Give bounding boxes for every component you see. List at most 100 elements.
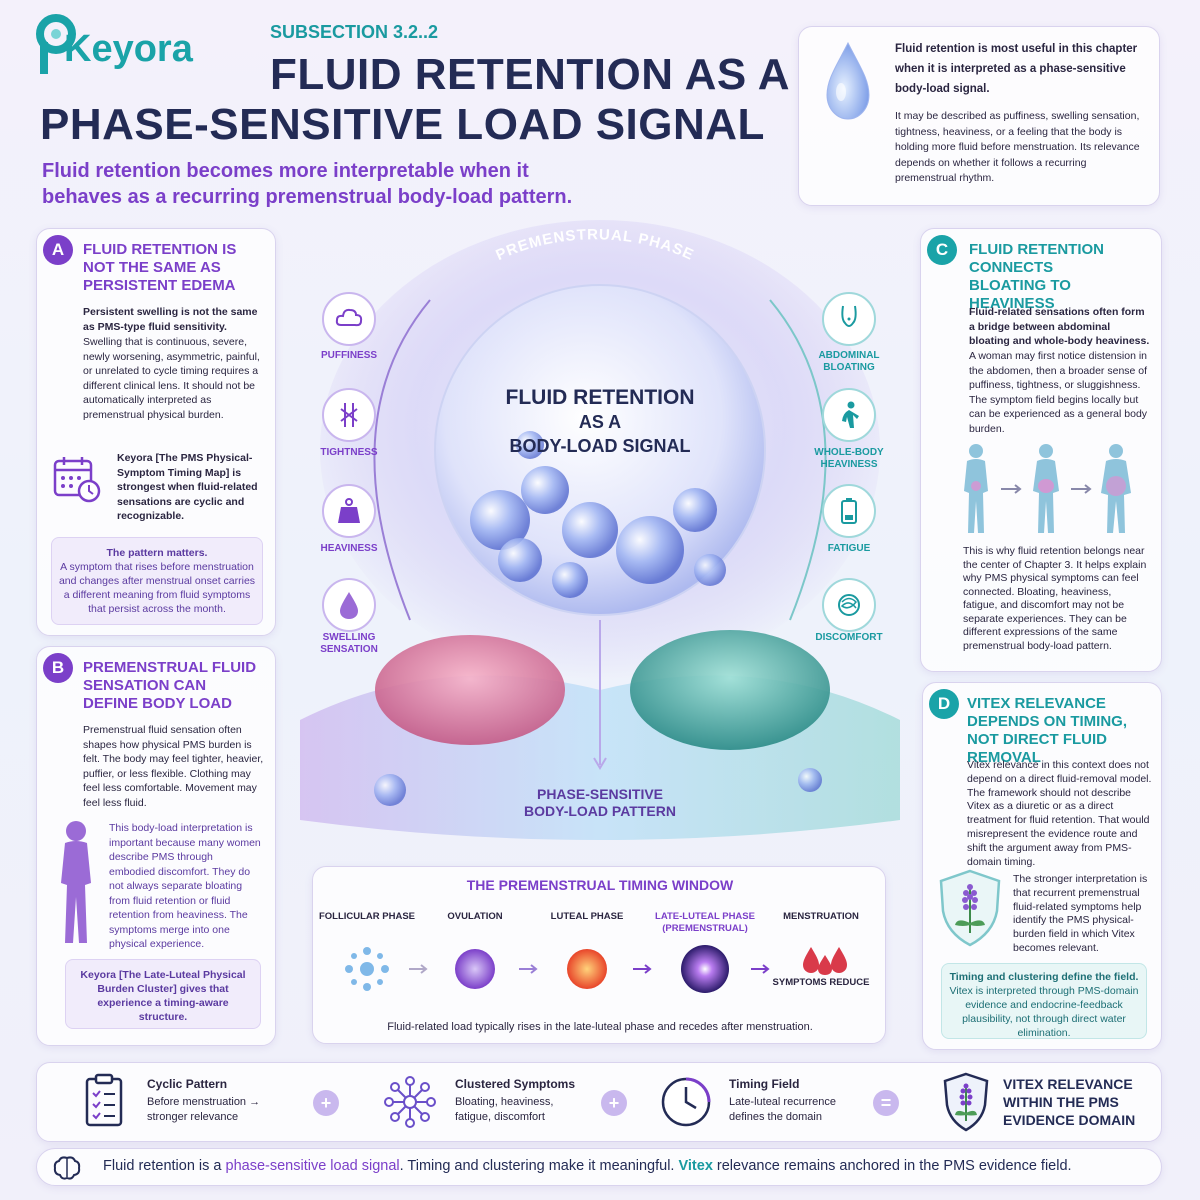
intro-lead: Fluid retention is most useful in this c… bbox=[895, 43, 1138, 95]
section-b-body-text: This body-load interpretation is importa… bbox=[109, 822, 261, 950]
section-d-text: Vitex relevance in this context does not… bbox=[967, 759, 1152, 868]
phase-luteal: LUTEAL PHASE bbox=[550, 911, 624, 922]
brand-logo: Keyora bbox=[34, 14, 224, 80]
timing-title: THE PREMENSTRUAL TIMING WINDOW bbox=[466, 877, 734, 893]
section-a-title: FLUID RETENTION IS NOT THE SAME AS PERSI… bbox=[83, 241, 237, 294]
symptoms-reduce-label: SYMPTOMS REDUCE bbox=[772, 977, 870, 988]
strip-item-3-text: Late-luteal recurrence defines the domai… bbox=[729, 1096, 837, 1123]
battery-icon bbox=[822, 484, 876, 538]
subsection-label: SUBSECTION 3.2..2 bbox=[270, 22, 439, 42]
section-b-card: B PREMENSTRUAL FLUID SENSATION CAN DEFIN… bbox=[36, 646, 276, 1046]
tightness-icon bbox=[322, 388, 376, 442]
central-illustration: PREMENSTRUAL PHASE bbox=[300, 220, 900, 840]
swelling-drop-icon bbox=[322, 578, 376, 632]
strip-item-2-title: Clustered Symptoms bbox=[455, 1077, 576, 1091]
symptom-label-discomfort: DISCOMFORT bbox=[815, 632, 883, 643]
tangle-icon bbox=[822, 578, 876, 632]
intro-card: Fluid retention is most useful in this c… bbox=[798, 26, 1160, 206]
phase-ovulation: OVULATION bbox=[447, 911, 503, 922]
water-drop-icon bbox=[826, 41, 870, 120]
section-a-text: Swelling that is continuous, severe, new… bbox=[83, 336, 260, 421]
plus-operator-2: + bbox=[601, 1090, 627, 1116]
section-a-note: The pattern matters. A symptom that rise… bbox=[51, 537, 263, 625]
body-heaviness-icon bbox=[822, 388, 876, 442]
sphere-line3: BODY-LOAD SIGNAL bbox=[509, 436, 691, 456]
subtitle-line2: behaves as a recurring premenstrual body… bbox=[42, 186, 573, 208]
pattern-line1: PHASE-SENSITIVE bbox=[536, 786, 664, 802]
intro-text: It may be described as puffiness, swelli… bbox=[895, 110, 1140, 184]
strip-item-1-title: Cyclic Pattern bbox=[147, 1077, 228, 1091]
pattern-line2: BODY-LOAD PATTERN bbox=[524, 803, 676, 819]
section-b-badge: B bbox=[43, 653, 73, 683]
section-d-card: D VITEX RELEVANCE DEPENDS ON TIMING, NOT… bbox=[922, 682, 1162, 1050]
weight-icon bbox=[322, 484, 376, 538]
section-c-lead: Fluid-related sensations often form a br… bbox=[969, 306, 1150, 347]
section-c-text: A woman may first notice distension in t… bbox=[969, 350, 1148, 435]
section-c-badge: C bbox=[927, 235, 957, 265]
abdomen-icon bbox=[822, 292, 876, 346]
vitex-shield-small-icon bbox=[943, 1072, 989, 1132]
section-a-card: A FLUID RETENTION IS NOT THE SAME AS PER… bbox=[36, 228, 276, 636]
summary-strip: Cyclic Pattern Before menstruation → str… bbox=[36, 1062, 1162, 1142]
symptom-label-fatigue: FATIGUE bbox=[827, 543, 871, 554]
network-cluster-icon bbox=[384, 1076, 436, 1128]
subtitle-line1: Fluid retention becomes more interpretab… bbox=[42, 160, 529, 182]
section-c-card: C FLUID RETENTION CONNECTS BLOATING TO H… bbox=[920, 228, 1162, 672]
footer-part5: relevance remains anchored in the PMS ev… bbox=[712, 1158, 1072, 1174]
puffiness-icon bbox=[322, 292, 376, 346]
footer-part2: phase-sensitive load signal bbox=[225, 1158, 400, 1174]
timing-caption: Fluid-related load typically rises in th… bbox=[387, 1021, 813, 1033]
section-d-note-text: Vitex is interpreted through PMS-domain … bbox=[949, 985, 1139, 1039]
phase-late-luteal: LATE-LUTEAL PHASE (PREMENSTRUAL) bbox=[655, 911, 755, 934]
vitex-shield-icon bbox=[939, 869, 1001, 947]
phase-follicular: FOLLICULAR PHASE bbox=[318, 911, 416, 922]
strip-item-1-text: Before menstruation → stronger relevance bbox=[147, 1096, 261, 1123]
symptom-label-swelling: SWELLING SENSATION bbox=[320, 632, 378, 655]
section-b-note: Keyora [The Late-Luteal Physical Burden … bbox=[65, 959, 261, 1029]
footer-part3: . Timing and clustering make it meaningf… bbox=[399, 1158, 679, 1174]
symptom-label-whole-body: WHOLE-BODY HEAVINESS bbox=[814, 447, 884, 470]
calendar-clock-icon bbox=[53, 457, 101, 503]
symptom-label-heaviness: HEAVINESS bbox=[320, 543, 378, 554]
section-d-title: VITEX RELEVANCE DEPENDS ON TIMING, NOT D… bbox=[967, 695, 1128, 766]
section-a-note-lead: The pattern matters. bbox=[106, 547, 208, 559]
phase-menstruation: MENSTRUATION bbox=[783, 911, 859, 922]
section-a-note-text: A symptom that rises before menstruation… bbox=[58, 561, 256, 615]
section-c-text2: This is why fluid retention belongs near… bbox=[963, 545, 1147, 652]
brand-name: Keyora bbox=[64, 28, 193, 70]
page-title-line1: FLUID RETENTION AS A bbox=[270, 50, 791, 99]
clipboard-checklist-icon bbox=[85, 1073, 123, 1127]
body-progression-icon bbox=[964, 444, 1131, 533]
sphere-line1: FLUID RETENTION bbox=[505, 386, 695, 409]
section-d-text2: The stronger interpretation is that recu… bbox=[1013, 873, 1148, 954]
strip-item-3-title: Timing Field bbox=[729, 1077, 800, 1091]
footer-statement: Fluid retention is a phase-sensitive loa… bbox=[103, 1158, 1072, 1174]
clock-icon bbox=[661, 1077, 711, 1127]
section-a-lead: Persistent swelling is not the same as P… bbox=[83, 306, 258, 333]
female-silhouette-icon bbox=[61, 821, 91, 943]
footer-part1: Fluid retention is a bbox=[103, 1158, 226, 1174]
sphere-line2: AS A bbox=[578, 412, 622, 432]
footer-bar: Fluid retention is a phase-sensitive loa… bbox=[36, 1148, 1162, 1186]
timing-phase-icons bbox=[345, 945, 847, 993]
section-d-badge: D bbox=[929, 689, 959, 719]
strip-result: VITEX RELEVANCE WITHIN THE PMS EVIDENCE … bbox=[1003, 1076, 1136, 1128]
timing-window-card: THE PREMENSTRUAL TIMING WINDOW FOLLICULA… bbox=[312, 866, 886, 1044]
footer-part4: Vitex bbox=[678, 1158, 713, 1174]
section-b-title: PREMENSTRUAL FLUID SENSATION CAN DEFINE … bbox=[83, 659, 257, 712]
equals-operator: = bbox=[873, 1090, 899, 1116]
section-a-badge: A bbox=[43, 235, 73, 265]
keyora-logo-icon bbox=[36, 14, 76, 74]
symptom-label-bloating: ABDOMINAL BLOATING bbox=[818, 350, 880, 373]
brain-icon bbox=[53, 1156, 81, 1180]
section-d-note-lead: Timing and clustering define the field. bbox=[949, 971, 1139, 983]
section-b-text: Premenstrual fluid sensation often shape… bbox=[83, 724, 264, 809]
page-title-line2: PHASE-SENSITIVE LOAD SIGNAL bbox=[40, 100, 765, 149]
strip-item-2-text: Bloating, heaviness, fatigue, discomfort bbox=[455, 1096, 554, 1123]
section-c-title: FLUID RETENTION CONNECTS BLOATING TO HEA… bbox=[969, 241, 1104, 312]
section-d-note: Timing and clustering define the field. … bbox=[941, 963, 1147, 1039]
symptom-label-puffiness: PUFFINESS bbox=[320, 350, 378, 361]
plus-operator-1: + bbox=[313, 1090, 339, 1116]
symptom-label-tightness: TIGHTNESS bbox=[320, 447, 378, 458]
section-a-map-text: Keyora [The PMS Physical-Symptom Timing … bbox=[117, 452, 258, 522]
